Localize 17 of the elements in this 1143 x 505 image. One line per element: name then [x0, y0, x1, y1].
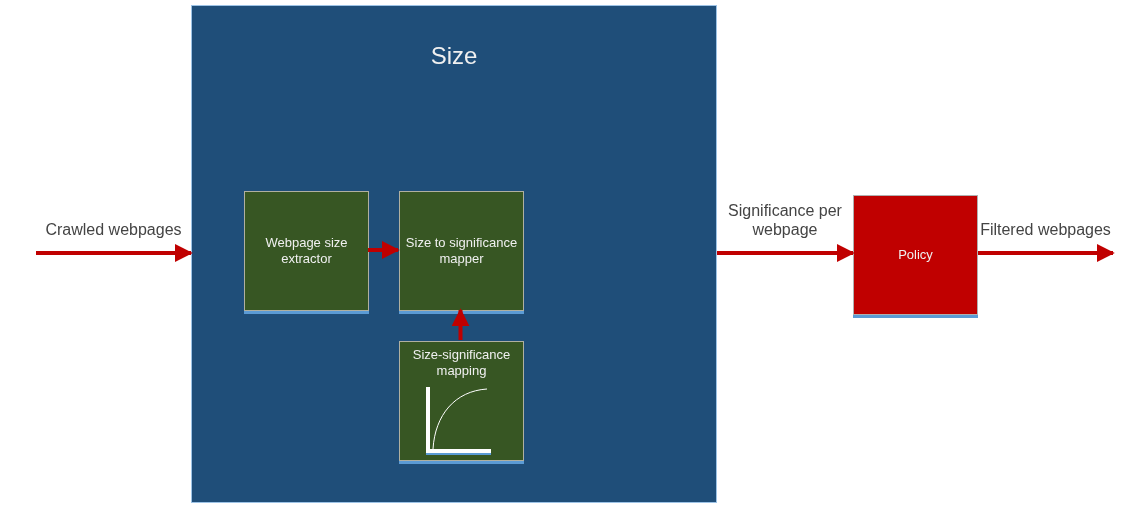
box-label: Webpage size extractor — [264, 235, 349, 267]
arrow — [978, 244, 1115, 262]
box-label: Size-significance mapping — [411, 347, 512, 379]
arrow — [717, 244, 855, 262]
container-box — [191, 5, 717, 503]
process-box — [853, 195, 978, 315]
arrow — [451, 308, 470, 340]
process-box — [244, 191, 369, 311]
arrow — [36, 244, 193, 262]
box-label: Size to significance mapper — [404, 235, 519, 267]
arrow — [368, 241, 400, 259]
edge-label: Crawled webpages — [43, 220, 184, 239]
container-title: Size — [429, 42, 479, 70]
box-label: Policy — [897, 247, 934, 263]
process-box — [399, 191, 524, 311]
process-box — [399, 341, 524, 461]
edge-label: Filtered webpages — [978, 220, 1113, 239]
